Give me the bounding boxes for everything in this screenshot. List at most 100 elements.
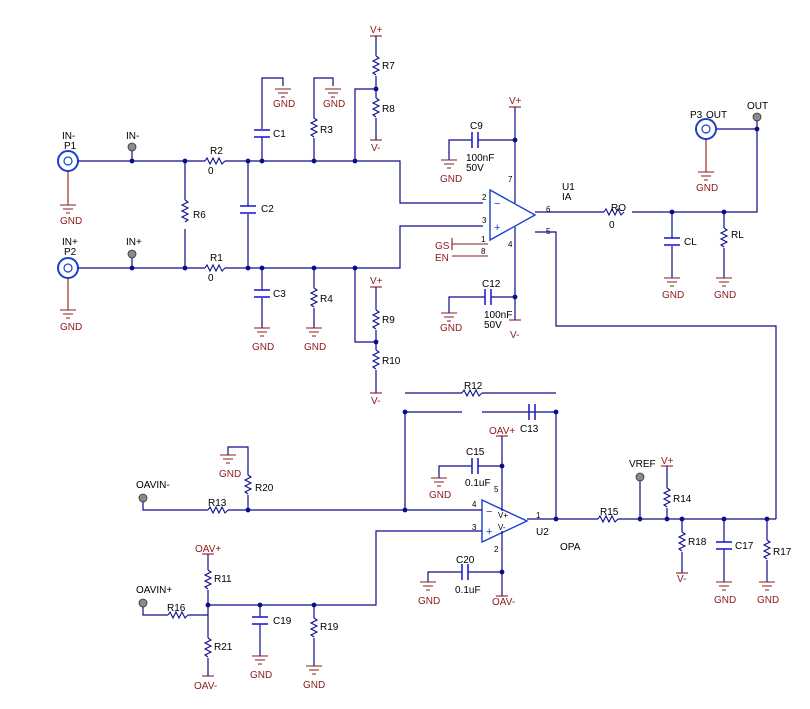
resistor-r1 [204,263,226,273]
power-oav-minus: OAV- [194,675,217,692]
svg-text:7: 7 [508,175,513,184]
ground-symbol: GND [273,88,295,110]
svg-text:V-: V- [677,574,686,585]
r3-label: R3 [320,125,333,136]
c15-value: 0.1uF [465,478,491,489]
svg-text:+: + [494,222,500,234]
svg-text:OAV-: OAV- [194,681,217,692]
resistor-r8 [371,97,381,118]
u2-label: U2 [536,527,549,538]
resistor-r2 [204,156,226,166]
p3-label: P3 [690,110,703,121]
resistor-r11 [203,569,213,590]
ground-symbol: GND [696,139,718,194]
resistor-r15 [597,514,619,524]
svg-text:GND: GND [440,323,462,334]
svg-text:GND: GND [304,342,326,353]
out-label: OUT [747,101,768,112]
resistor-r10 [371,349,381,370]
r1-value: 0 [208,273,214,284]
svg-text:OAV+: OAV+ [195,544,221,555]
c20-value: 0.1uF [455,585,481,596]
svg-text:5: 5 [494,485,499,494]
svg-text:GND: GND [250,670,272,681]
svg-text:2: 2 [482,193,487,202]
r2-label: R2 [210,146,223,157]
in-plus-port-label: IN+ [62,237,78,248]
resistor-rl [719,227,729,248]
power-oav-minus: OAV- [492,595,515,608]
c3-label: C3 [273,289,286,300]
svg-text:V+: V+ [498,511,508,520]
c9-label: C9 [470,121,483,132]
c17-label: C17 [735,541,754,552]
ground-symbol: GND [304,327,326,353]
r2-value: 0 [208,166,214,177]
c9-value2: 50V [466,163,484,174]
c12-label: C12 [482,279,501,290]
svg-text:3: 3 [472,523,477,532]
svg-text:GND: GND [714,290,736,301]
svg-text:V-: V- [371,396,380,407]
ground-symbol: GND [250,655,272,681]
resistor-r20 [243,474,253,495]
oavin-plus-label: OAVIN+ [136,585,172,596]
ground-symbol: GND [440,159,462,185]
in-plus-label: IN+ [126,237,142,248]
r18-label: R18 [688,537,707,548]
svg-text:−: − [486,506,492,518]
svg-text:GND: GND [273,99,295,110]
opa-label: OPA [560,542,581,553]
resistor-ro [603,207,625,217]
ro-value: 0 [609,220,615,231]
junctions-input [129,86,379,345]
resistor-r3 [309,117,319,138]
svg-text:V+: V+ [370,276,383,287]
ground-symbol: GND [418,581,440,607]
resistor-r21 [203,637,213,658]
resistor-r13 [207,505,229,515]
svg-text:GND: GND [696,183,718,194]
r15-label: R15 [600,507,619,518]
ro-label: RO [611,203,626,214]
probe-oavin-minus[interactable]: OAVIN- [136,480,170,503]
connector-p3: P3 OUT [690,110,727,140]
svg-text:GND: GND [418,596,440,607]
r16-label: R16 [167,603,186,614]
ground-symbol: GND [440,312,462,334]
c2-label: C2 [261,204,274,215]
ground-symbol: GND [662,277,684,301]
svg-text:4: 4 [472,500,477,509]
power-oav-plus: OAV+ [489,426,515,437]
r21-label: R21 [214,642,233,653]
probe-out[interactable]: OUT [747,101,768,122]
power-vplus: V+ [661,456,674,467]
ia-label: IA [562,192,572,203]
svg-text:V-: V- [371,143,380,154]
r6-label: R6 [193,210,206,221]
svg-text:3: 3 [482,216,487,225]
vref-label: VREF [629,459,656,470]
probe-in-minus[interactable]: IN- [126,131,139,161]
in-minus-label: IN- [126,131,139,142]
probe-in-plus[interactable]: IN+ [126,237,142,268]
svg-text:GND: GND [60,322,82,333]
u1-label: U1 [562,182,575,193]
connector-p2: IN+ P2 [57,237,79,279]
power-vplus: V+ [370,276,383,288]
resistor-r12 [461,388,483,398]
svg-text:V+: V+ [661,456,674,467]
power-vminus: V- [509,319,521,341]
gs-label: GS [435,241,450,252]
power-vminus: V- [370,392,382,407]
r9-label: R9 [382,315,395,326]
probe-vref[interactable]: VREF [629,459,656,482]
power-vplus: V+ [509,96,522,108]
r13-label: R13 [208,498,227,509]
svg-text:1: 1 [536,511,541,520]
en-label: EN [435,253,449,264]
c12-value1: 100nF [484,310,512,321]
svg-text:4: 4 [508,240,513,249]
r19-label: R19 [320,622,339,633]
